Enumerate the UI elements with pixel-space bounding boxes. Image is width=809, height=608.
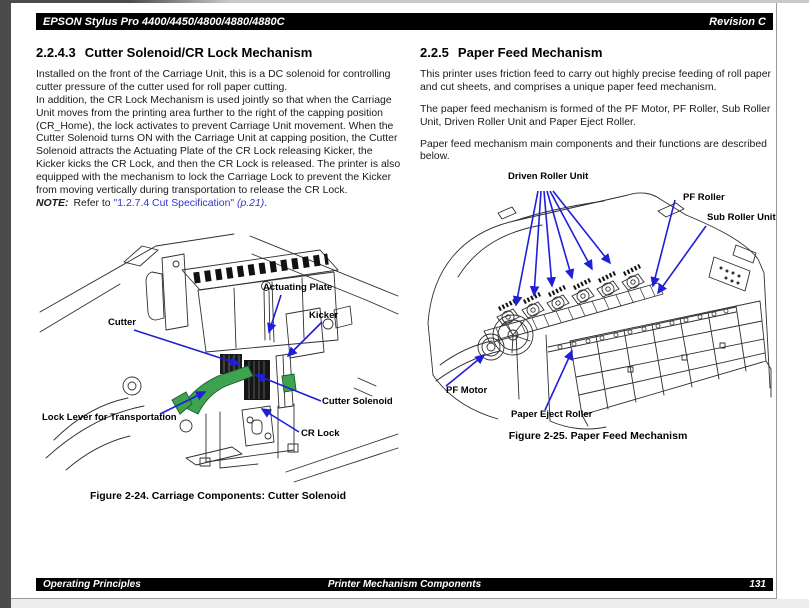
label-lock-lever: Lock Lever for Transportation (42, 412, 177, 423)
callout-arrows (133, 294, 323, 433)
section-heading-left: 2.2.4.3 Cutter Solenoid/CR Lock Mechanism (36, 45, 404, 60)
body-paragraph: Installed on the front of the Carriage U… (36, 68, 391, 93)
section-cutter-solenoid: 2.2.4.3 Cutter Solenoid/CR Lock Mechanism… (36, 45, 404, 211)
label-cutter-solenoid: Cutter Solenoid (322, 396, 393, 407)
eject-roller-chain (557, 308, 729, 350)
figure-2-24-drawing (39, 233, 399, 483)
figure-2-25-caption: Figure 2-25. Paper Feed Mechanism (508, 430, 688, 442)
section-title: Paper Feed Mechanism (457, 45, 603, 60)
footer-page-number: 131 (749, 579, 766, 590)
note-page-ref[interactable]: (p.21) (237, 197, 265, 209)
section-paper-feed: 2.2.5 Paper Feed Mechanism This printer u… (420, 45, 776, 173)
header-revision: Revision C (709, 15, 766, 28)
label-pf-roller: PF Roller (683, 192, 725, 203)
header-title: EPSON Stylus Pro 4400/4450/4800/4880/488… (43, 15, 285, 28)
driven-roller-units (496, 263, 645, 326)
page-shadow-bottom (11, 599, 809, 608)
section-title: Cutter Solenoid/CR Lock Mechanism (84, 45, 313, 60)
section-number: 2.2.5 (420, 45, 449, 60)
label-driven-roller-unit: Driven Roller Unit (508, 171, 589, 182)
note-line: NOTE: Refer to "1.2.7.4 Cut Specification… (36, 198, 404, 211)
note-label: NOTE: (36, 197, 69, 209)
header-bar: EPSON Stylus Pro 4400/4450/4800/4880/488… (36, 13, 773, 30)
body-paragraph: In addition, the CR Lock Mechanism is us… (36, 94, 401, 197)
figure-2-24-caption: Figure 2-24. Carriage Components: Cutter… (89, 490, 347, 502)
footer-left: Operating Principles (43, 579, 141, 590)
section-heading-right: 2.2.5 Paper Feed Mechanism (420, 45, 776, 60)
control-panel-buttons (719, 266, 741, 285)
body-paragraph: This printer uses friction feed to carry… (420, 68, 771, 93)
label-cr-lock: CR Lock (301, 428, 340, 439)
viewer-gutter-left (0, 0, 11, 608)
label-cutter: Cutter (108, 317, 136, 328)
page-edge-right (776, 3, 777, 599)
note-period: . (264, 197, 268, 209)
callout-arrows (445, 190, 707, 411)
figure-2-25-drawing (427, 190, 772, 430)
page-edge-bottom (11, 598, 777, 599)
label-kicker: Kicker (309, 310, 339, 321)
label-paper-eject-roller: Paper Eject Roller (511, 409, 593, 420)
note-prefix: Refer to (73, 197, 111, 209)
body-paragraph: Paper feed mechanism main components and… (420, 138, 767, 163)
section-number: 2.2.4.3 (36, 45, 76, 60)
label-pf-motor: PF Motor (446, 385, 488, 396)
label-actuating-plate: Actuating Plate (263, 282, 333, 293)
viewer-gutter-top (0, 0, 809, 3)
cut-specification-link[interactable]: "1.2.7.4 Cut Specification" (113, 197, 235, 209)
body-paragraph: The paper feed mechanism is formed of th… (420, 103, 771, 128)
label-sub-roller-unit: Sub Roller Unit (707, 212, 776, 223)
footer-center: Printer Mechanism Components (327, 579, 482, 590)
footer-bar: Operating Principles Printer Mechanism C… (36, 578, 773, 591)
